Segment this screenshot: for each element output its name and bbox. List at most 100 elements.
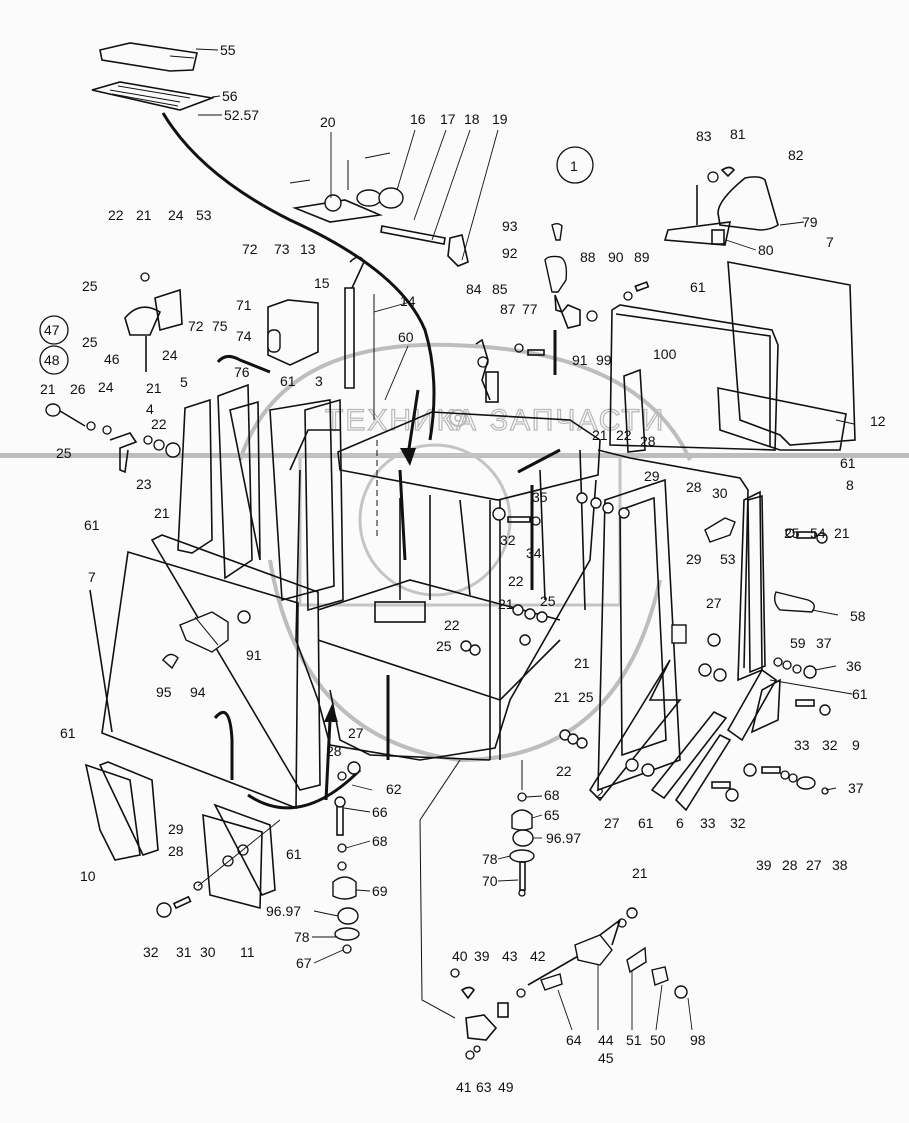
latch-23 [45,403,181,474]
part-label-29: 29 [686,551,702,567]
window-11 [156,803,281,918]
part-label-21: 21 [574,655,590,671]
part-label-9: 9 [852,737,860,753]
right-fasteners [625,624,831,802]
watermark-frame [298,453,622,607]
part-label-61: 61 [84,517,100,533]
part-label-53: 53 [196,207,212,223]
wiper-motor-assembly [289,152,469,267]
part-label-17: 17 [440,111,456,127]
part-label-2: 2 [596,785,604,801]
part-label-84: 84 [466,281,482,297]
part-label-19: 19 [492,111,508,127]
part-label-10: 10 [80,868,96,884]
part-label-29: 29 [168,821,184,837]
part-label-13: 13 [300,241,316,257]
door-handle-85 [475,338,499,403]
part-label-16: 16 [410,111,426,127]
part-label-35: 35 [532,489,548,505]
part-label-72: 72 [188,318,204,334]
part-label-25: 25 [82,278,98,294]
part-label-82: 82 [788,147,804,163]
cab-frame [289,411,601,761]
part-label-58: 58 [850,608,866,624]
part-label-21: 21 [40,381,56,397]
watermark-arc [238,342,692,461]
right-door-panel [597,478,681,792]
cab-mount-left [247,761,362,954]
watermark-circle [358,443,512,597]
group-marker-48: 48 [44,352,60,368]
part-label-93: 93 [502,218,518,234]
mirror-92 [544,255,581,375]
part-label-28: 28 [782,857,798,873]
washer-reservoir-71 [267,299,319,366]
part-label-62: 62 [386,781,402,797]
part-label-42: 42 [530,948,546,964]
part-label-56: 56 [222,88,238,104]
handle-rod-left [213,711,234,780]
part-label-73: 73 [274,241,290,257]
gear-icon [449,409,467,427]
roof-grille-56 [91,81,216,111]
part-label-21: 21 [136,207,152,223]
part-label-67: 67 [296,955,312,971]
part-label-37: 37 [816,635,832,651]
part-label-25: 25 [56,445,72,461]
door-lock-assembly [419,759,688,1060]
part-label-22: 22 [151,416,167,432]
part-label-30: 30 [200,944,216,960]
part-label-41: 41 [456,1079,472,1095]
part-label-91: 91 [572,352,588,368]
part-label-3: 3 [315,373,323,389]
part-label-61: 61 [60,725,76,741]
frame-fasteners [460,492,630,749]
bolt-54-set [785,528,828,544]
part-label-24: 24 [98,379,114,395]
part-label-39: 39 [474,948,490,964]
part-label-68: 68 [544,787,560,803]
part-label-49: 49 [498,1079,514,1095]
part-label-4: 4 [146,401,154,417]
part-label-32: 32 [500,532,516,548]
part-label-61: 61 [852,686,868,702]
cylinder-58 [773,591,815,613]
sun-visor-79 [663,166,779,246]
hinge-53-right [704,517,736,543]
cable-curve [161,112,436,441]
side-window-7-left [89,534,321,810]
part-label-53: 53 [720,551,736,567]
part-label-8: 8 [846,477,854,493]
part-label-33: 33 [700,815,716,831]
part-label-29: 29 [644,468,660,484]
seal-61-right [597,449,763,682]
part-label-28: 28 [686,479,702,495]
part-label-20: 20 [320,114,336,130]
arrow-floor [324,719,332,801]
bolts-87-77 [514,343,545,356]
part-label-22: 22 [108,207,124,223]
part-label-44: 44 [598,1032,614,1048]
part-label-55: 55 [220,42,236,58]
part-label-5: 5 [180,374,188,390]
part-label-21: 21 [146,380,162,396]
part-label-40: 40 [452,948,468,964]
part-label-45: 45 [598,1050,614,1066]
part-label-27: 27 [706,595,722,611]
triangular-panels-9 [588,659,781,812]
part-label-22: 22 [444,617,460,633]
part-label-38: 38 [832,857,848,873]
part-label-69: 69 [372,883,388,899]
part-label-96-97: 96.97 [546,830,581,846]
part-label-66: 66 [372,804,388,820]
window-100 [623,368,646,453]
part-label-76: 76 [234,364,250,380]
part-label-68: 68 [372,833,388,849]
part-label-21: 21 [632,865,648,881]
part-label-28: 28 [640,433,656,449]
part-label-60: 60 [398,329,414,345]
part-label-22: 22 [616,427,632,443]
part-label-32: 32 [730,815,746,831]
part-label-72: 72 [242,241,258,257]
